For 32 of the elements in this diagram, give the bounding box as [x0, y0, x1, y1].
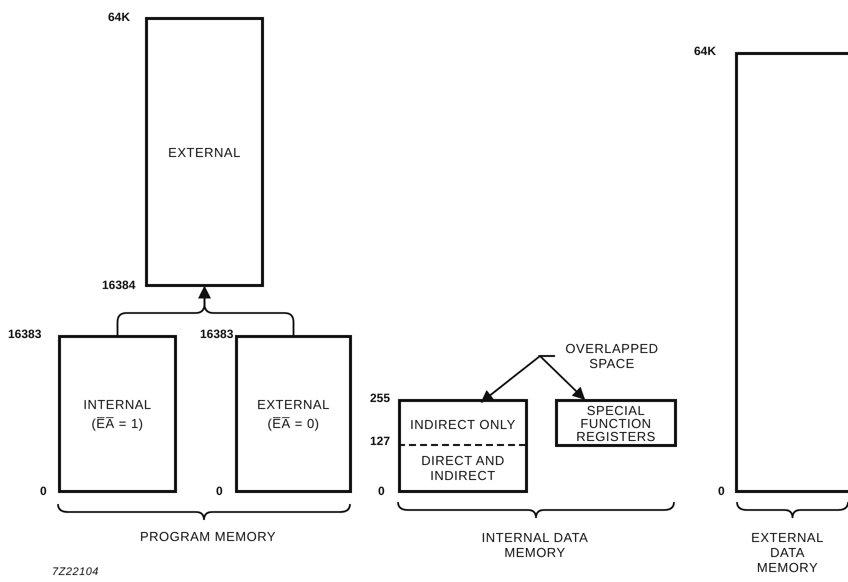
block-label: DIRECT AND INDIRECT — [420, 453, 506, 483]
address-label: 255 — [370, 391, 390, 405]
address-label: 0 — [40, 484, 47, 498]
memory-block — [735, 52, 848, 493]
arrow — [198, 286, 294, 335]
address-label: 0 — [718, 484, 725, 498]
block-label: EXTERNAL — [168, 144, 241, 160]
block-label: SPECIAL FUNCTION REGISTERS — [575, 404, 657, 442]
figure-code: 7Z22104 — [52, 566, 100, 578]
address-label: 16384 — [102, 278, 136, 292]
block-label: OVERLAPPED SPACE — [564, 341, 660, 371]
block-label: INDIRECT ONLY — [410, 416, 516, 432]
block-label: (E̅A̅ = 1) — [91, 416, 144, 431]
block-label: EXTERNAL — [257, 397, 330, 412]
address-label: 0 — [378, 484, 385, 498]
block-label: INTERNAL — [83, 397, 152, 412]
section-label: EXTERNAL DATA MEMORY — [750, 530, 825, 575]
section-label: PROGRAM MEMORY — [138, 529, 278, 544]
memory-block — [145, 17, 264, 287]
memory-block — [58, 335, 177, 493]
address-label: 127 — [370, 434, 390, 448]
address-label: 0 — [216, 484, 223, 498]
section-label: INTERNAL DATA MEMORY — [480, 530, 590, 560]
address-label: 64K — [694, 44, 716, 58]
block-label: (E̅A̅ = 0) — [267, 416, 320, 431]
memory-block — [235, 335, 352, 493]
address-label: 64K — [108, 10, 130, 24]
memory-block — [398, 399, 528, 493]
arrow — [538, 355, 586, 400]
address-label: 16383 — [200, 327, 234, 341]
address-label: 16383 — [8, 327, 42, 341]
register-block — [555, 399, 677, 447]
